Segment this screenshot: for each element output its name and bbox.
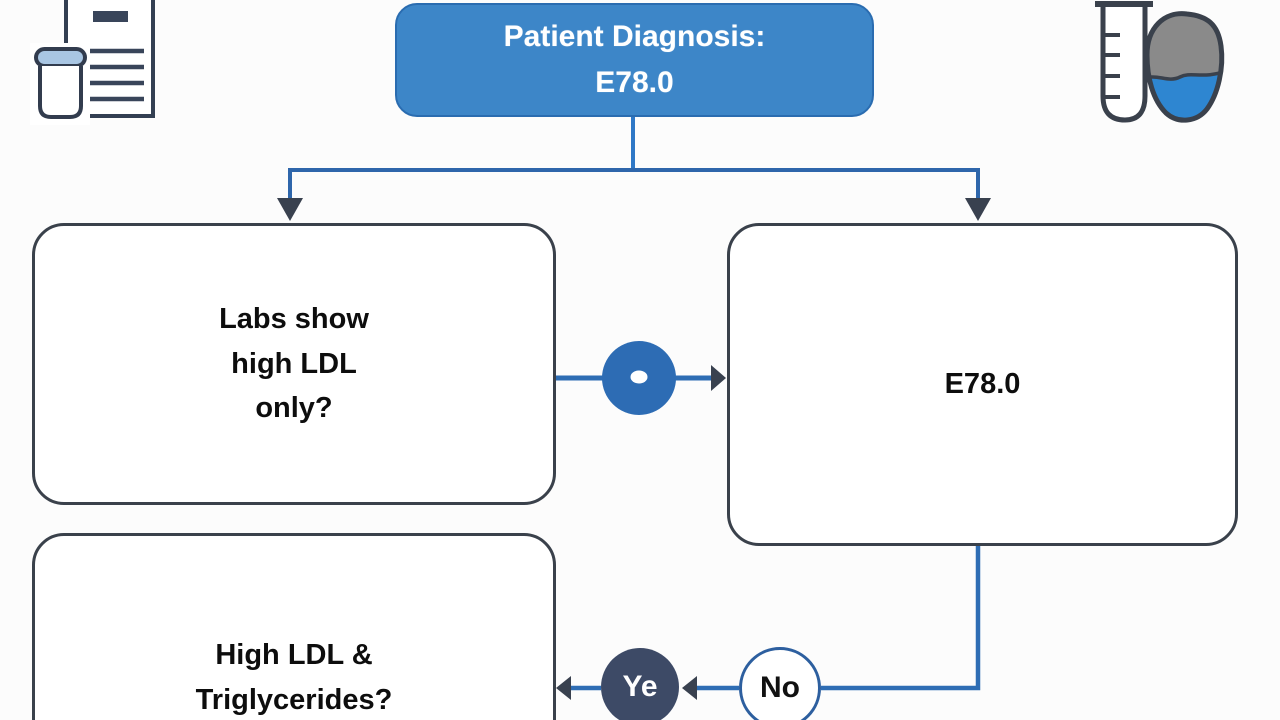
report-header-bar <box>93 11 128 22</box>
yes-connector-label: Ye <box>622 670 658 703</box>
yes-connector-node: Ye <box>601 648 679 720</box>
arrowhead-left-to-question-icon <box>556 676 571 700</box>
start-node-label: Patient Diagnosis: E78.0 <box>503 19 766 100</box>
arrowhead-down-left-icon <box>277 198 303 221</box>
outcome-return-line <box>821 546 981 691</box>
jar-body <box>38 66 83 119</box>
sample-blob-outline <box>1144 11 1225 123</box>
sample-liquid-edge <box>1147 68 1222 84</box>
question-node-high-ldl-triglycerides: High LDL & Triglycerides? <box>32 533 556 720</box>
jar-lid <box>34 47 87 68</box>
test-tube-body <box>1100 2 1148 123</box>
arrowhead-left-to-yes-icon <box>682 676 697 700</box>
no-connector-label: No <box>760 671 800 704</box>
outcome-node-label: E78.0 <box>944 368 1021 401</box>
labs-node-label: Labs show high LDL only? <box>219 302 369 425</box>
arrowhead-right-icon <box>711 365 726 391</box>
start-node-patient-diagnosis: Patient Diagnosis: E78.0 <box>395 3 874 117</box>
dot-connector-center-dot <box>630 370 648 384</box>
sample-blob-liquid <box>1147 70 1222 121</box>
question-node-labs-high-ldl: Labs show high LDL only? <box>32 223 556 505</box>
test-tube-and-sample-icon <box>1095 1 1225 123</box>
branch-line <box>288 168 980 200</box>
trig-node-label: High LDL & Triglycerides? <box>195 639 393 716</box>
lab-report-and-specimen-jar-icon <box>30 0 155 125</box>
outcome-node-e78: E78.0 <box>727 223 1238 546</box>
no-connector-node: No <box>739 647 821 720</box>
arrowhead-down-right-icon <box>965 198 991 221</box>
